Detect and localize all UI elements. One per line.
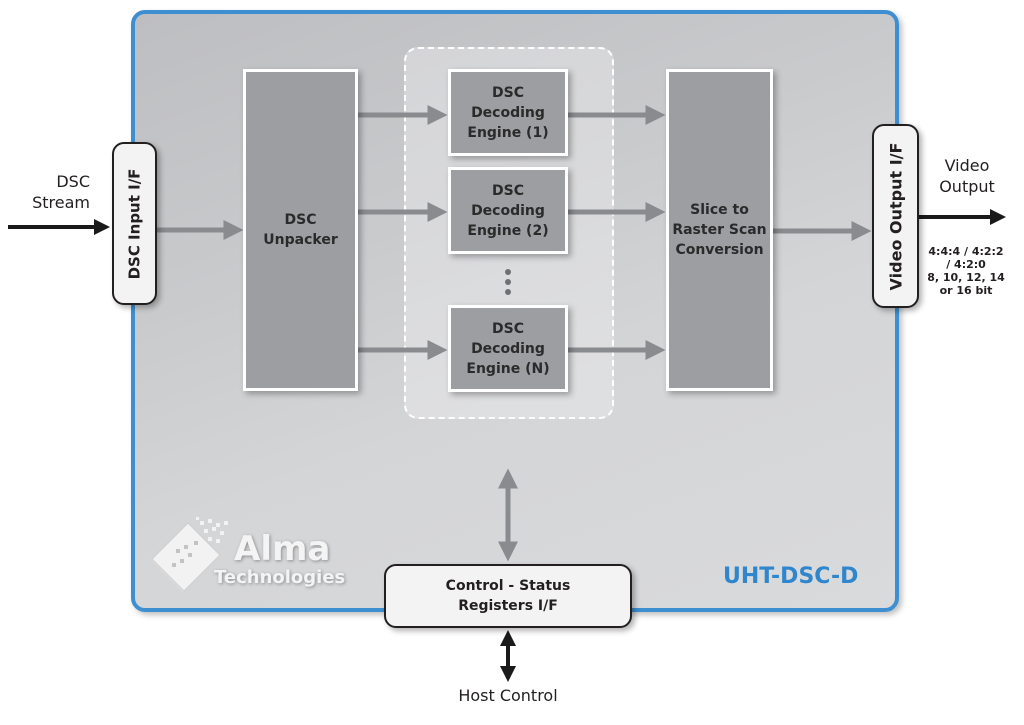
engine-2-line3: Engine (2) (467, 222, 549, 239)
engine-1-line3: Engine (1) (467, 124, 549, 141)
registers-label-line2: Registers I/F (458, 598, 558, 614)
engine-n-line2: Decoding (471, 340, 545, 357)
more-engines-ellipsis-icon (505, 265, 511, 299)
engine-1-line1: DSC (492, 84, 524, 101)
video-output-label: Video Output (932, 155, 1002, 197)
raster-label-line3: Conversion (675, 242, 764, 258)
dsc-unpacker-block: DSC Unpacker (243, 69, 358, 391)
formats-line2: / 4:2:0 (946, 258, 986, 271)
unpacker-label-line2: Unpacker (263, 232, 338, 248)
raster-label-line2: Raster Scan (672, 222, 767, 238)
product-name: UHT-DSC-D (723, 564, 859, 589)
video-output-interface: Video Output I/F (872, 124, 919, 308)
output-formats-note: 4:4:4 / 4:2:2 / 4:2:0 8, 10, 12, 14 or 1… (926, 245, 1006, 297)
registers-label-line1: Control - Status (445, 578, 571, 594)
alma-technologies-logo: Alma Technologies (150, 515, 350, 595)
engine-n-line1: DSC (492, 320, 524, 337)
dsc-stream-label: DSC Stream (20, 171, 90, 213)
output-if-label: Video Output I/F (886, 142, 906, 290)
slice-to-raster-block: Slice to Raster Scan Conversion (666, 69, 773, 391)
formats-line4: or 16 bit (939, 284, 993, 297)
chip-logo-icon (151, 517, 228, 595)
engine-n-line3: Engine (N) (466, 360, 550, 377)
video-label-line2: Output (939, 177, 995, 196)
host-control-label: Host Control (458, 686, 558, 705)
engine-1-line2: Decoding (471, 104, 545, 121)
stream-label-line1: DSC (56, 172, 90, 191)
formats-line3: 8, 10, 12, 14 (927, 271, 1005, 284)
stream-label-line2: Stream (32, 193, 90, 212)
raster-label-line1: Slice to (690, 202, 749, 218)
dsc-input-interface: DSC Input I/F (112, 142, 157, 305)
video-label-line1: Video (944, 156, 990, 175)
logo-name: Alma (234, 529, 331, 569)
control-status-registers-interface: Control - Status Registers I/F (384, 564, 632, 628)
formats-line1: 4:4:4 / 4:2:2 (928, 245, 1004, 258)
unpacker-label-line1: DSC (284, 212, 317, 228)
input-if-label: DSC Input I/F (125, 168, 144, 279)
decoding-engine-n: DSC Decoding Engine (N) (448, 305, 568, 392)
engine-2-line1: DSC (492, 182, 524, 199)
engine-2-line2: Decoding (471, 202, 545, 219)
logo-subtitle: Technologies (214, 567, 346, 588)
decoding-engine-2: DSC Decoding Engine (2) (448, 167, 568, 254)
decoding-engine-1: DSC Decoding Engine (1) (448, 69, 568, 156)
